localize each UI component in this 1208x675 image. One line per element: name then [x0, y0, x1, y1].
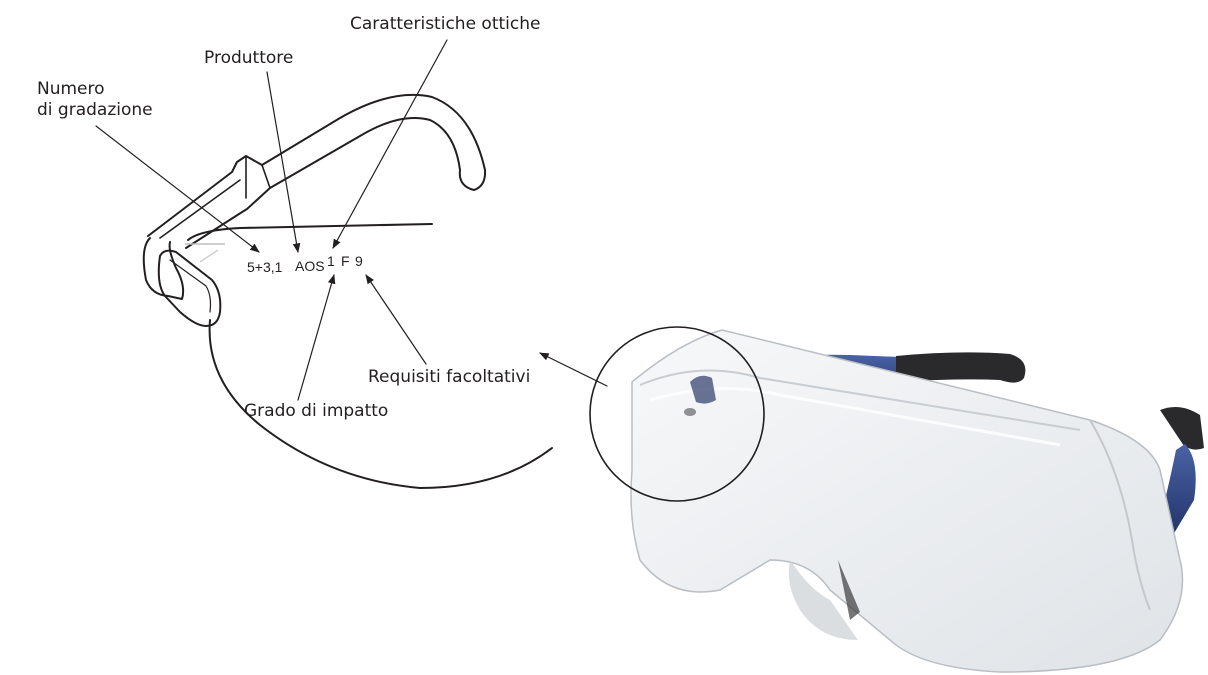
leader-arrows	[96, 40, 607, 400]
label-produttore: Produttore	[204, 48, 293, 68]
arrow-caratteristiche	[333, 40, 447, 248]
safety-glasses-photo	[631, 330, 1204, 672]
marking-shade: 5+3,1	[247, 259, 283, 275]
label-grado-impatto: Grado di impatto	[244, 401, 388, 421]
marking-optional: 9	[355, 253, 363, 269]
label-requisiti-facoltativi: Requisiti facoltativi	[368, 367, 530, 387]
marking-impact-grade: F	[341, 253, 350, 269]
arrow-grado	[298, 275, 334, 400]
arrow-requisiti	[366, 275, 426, 364]
label-caratteristiche-ottiche: Caratteristiche ottiche	[350, 14, 540, 34]
arrow-produttore	[267, 72, 298, 252]
arrow-numero	[96, 126, 259, 252]
lens-marking: 5+3,1 AOS 1 F 9	[247, 253, 363, 275]
sketch-glasses	[144, 95, 552, 488]
marking-maker: AOS	[295, 258, 325, 274]
label-numero-line2: di gradazione	[37, 100, 153, 120]
label-numero-line1: Numero	[37, 79, 105, 99]
marking-impact-class: 1	[327, 253, 335, 269]
